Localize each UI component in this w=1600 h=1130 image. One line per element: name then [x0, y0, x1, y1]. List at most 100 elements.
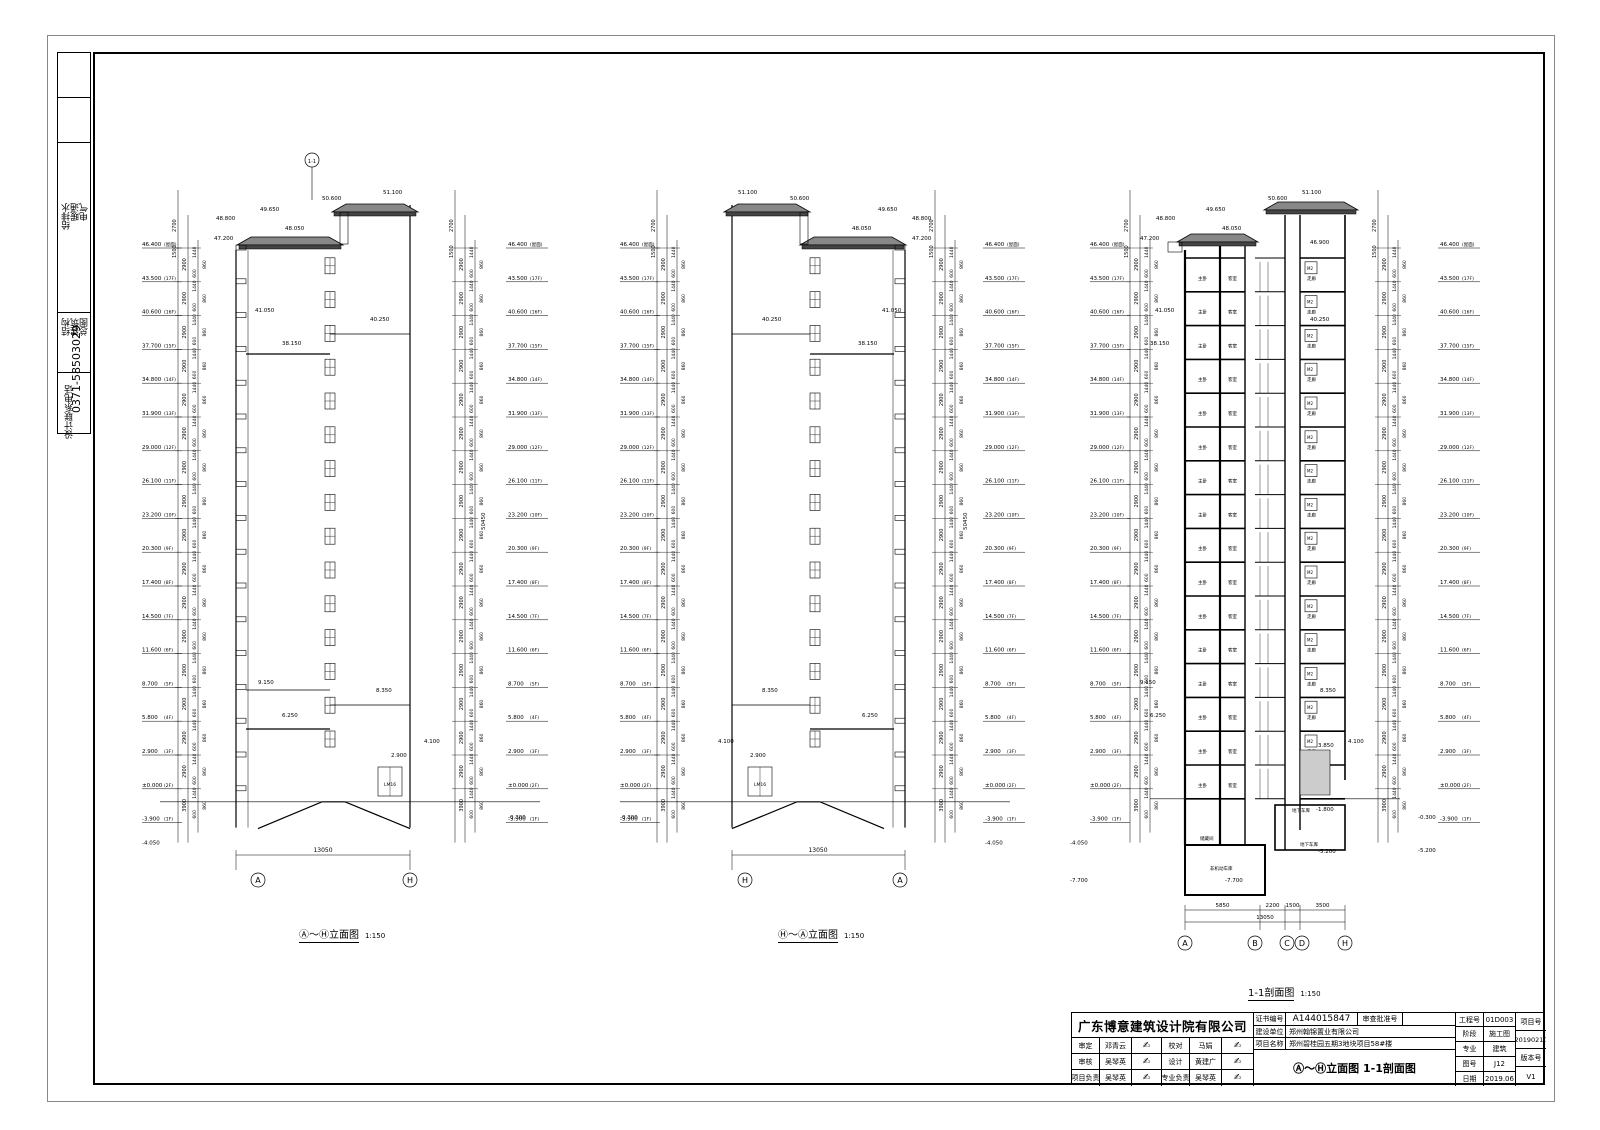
floor-dim: 860 [681, 463, 687, 472]
level-elevation: 26.100 [1090, 479, 1110, 485]
elevation-a-h: 46.400(屋面)46.400(屋面)43.500(17F)43.500(17… [142, 152, 548, 888]
floor-dim: 600 [469, 438, 475, 447]
roof-lower-eave [1178, 241, 1257, 247]
floor-dim: 2900 [1134, 292, 1140, 305]
role-name: 马娟 [1190, 1038, 1222, 1054]
floor-dim: 860 [479, 260, 485, 269]
level-elevation: 11.600 [1090, 648, 1110, 654]
span-dim: 5850 [1216, 903, 1230, 909]
balcony-rail [894, 616, 906, 623]
basement-room [1274, 804, 1346, 851]
floor-dim: 600 [1392, 438, 1398, 447]
meta-label: 专业 [1456, 1042, 1484, 1057]
floor-dim: 600 [1144, 742, 1150, 751]
signature: ✍ [1132, 1038, 1162, 1054]
meta-label: 日期 [1456, 1072, 1484, 1086]
level-floor: (3F) [1462, 749, 1471, 755]
elevation-h-a: 46.400(屋面)46.400(屋面)43.500(17F)43.500(17… [620, 190, 1025, 888]
elevator-box [1304, 498, 1318, 511]
floor-dim: 2900 [182, 427, 188, 440]
level-floor: (14F) [1462, 377, 1474, 383]
roof-lower [798, 236, 908, 246]
floor-dim: 1440 [949, 584, 955, 596]
spot-elev: -7.700 [1225, 878, 1243, 884]
axis-label: H [742, 876, 748, 885]
floor-dim: 1440 [469, 280, 475, 292]
floor-dim: 2700 [1124, 219, 1130, 232]
balcony-rail [894, 312, 906, 318]
level-elevation: 2.900 [142, 749, 158, 755]
floor-dim: 2900 [459, 562, 465, 575]
floor-dim: 2900 [459, 258, 465, 271]
room-label: 地下车库 [1300, 841, 1318, 848]
floor-dim: 1440 [949, 517, 955, 529]
floor-dim: 1440 [949, 314, 955, 326]
level-floor: (3F) [1112, 749, 1121, 755]
floor-dim: 860 [202, 598, 208, 607]
floor-dim: 2900 [1382, 292, 1388, 305]
floor-dim: 600 [671, 370, 677, 379]
floor-dim: 860 [1402, 733, 1408, 742]
balcony-rail [235, 751, 247, 758]
axis-label: A [255, 876, 261, 885]
level-elevation: 23.200 [508, 512, 528, 518]
balcony-rail [894, 515, 906, 521]
meta-value: 建筑 [1484, 1042, 1516, 1057]
floor-dim: 600 [949, 708, 955, 717]
spot-elev: 6.250 [862, 713, 878, 719]
role-label: 项目负责 [1072, 1070, 1100, 1086]
level-elevation: 31.900 [1440, 411, 1460, 417]
floor-dim: 1440 [192, 348, 198, 360]
roof-upper-eave [725, 211, 809, 217]
spot-elev: 48.050 [285, 226, 305, 232]
level-elevation: -4.050 [985, 841, 1003, 847]
room-label: M2 [1307, 739, 1313, 744]
floor-dim: 1500 [651, 245, 657, 258]
axis-bubble [402, 872, 418, 888]
floor-dim: 860 [681, 733, 687, 742]
caption-text: 立面图 [808, 930, 838, 941]
floor-dim: 1440 [1144, 753, 1150, 765]
level-floor: (14F) [1112, 377, 1124, 383]
drawing-title: Ⓐ～Ⓗ立面图 1-1剖面图 [1254, 1050, 1456, 1086]
level-elevation: 5.800 [1090, 715, 1106, 721]
floor-dim: 600 [671, 675, 677, 684]
floor-dim: 3900 [459, 799, 465, 812]
balcony-rail [235, 244, 247, 251]
level-elevation: 11.600 [1440, 648, 1460, 654]
span-dim: 2200 [1266, 903, 1280, 909]
floor-dim: 860 [1402, 666, 1408, 675]
floor-dim: 860 [479, 598, 485, 607]
level-floor: (17F) [1462, 276, 1474, 282]
floor-dim: 2900 [661, 360, 667, 373]
spot-elev: 9.150 [1140, 680, 1156, 686]
floor-dim: 860 [479, 463, 485, 472]
floor-dim: 1440 [469, 246, 475, 258]
floor-dim: 860 [1154, 564, 1160, 573]
spot-elev: 41.050 [255, 308, 275, 314]
floor-dim: 1440 [1392, 382, 1398, 394]
level-elevation: 8.700 [1440, 681, 1456, 687]
floor-dim: 1440 [1144, 652, 1150, 664]
version: V1 [1526, 1072, 1536, 1081]
level-floor: (6F) [164, 648, 173, 654]
roof-upper-eave [333, 211, 417, 217]
floor-dim: 860 [1402, 294, 1408, 303]
floor-dim: 1440 [949, 280, 955, 292]
floor-dim: 860 [1402, 598, 1408, 607]
floor-dim: 600 [949, 776, 955, 785]
floor-dim: 860 [959, 260, 965, 269]
floor-dim: 600 [192, 607, 198, 616]
level-elevation: 11.600 [620, 648, 640, 654]
meta-value: J12 [1484, 1057, 1516, 1072]
axis-bubble [1279, 935, 1295, 951]
floor-dim: 2900 [939, 765, 945, 778]
floor-dim: 2900 [1382, 393, 1388, 406]
room-label: 地下车库 [1292, 807, 1310, 814]
balcony-rail [235, 548, 247, 555]
level-floor: (9F) [1112, 546, 1121, 552]
floor-dim: 1440 [1144, 449, 1150, 461]
level-elevation: 34.800 [985, 377, 1005, 383]
level-floor: (9F) [164, 546, 173, 552]
balcony-rail [235, 785, 247, 792]
